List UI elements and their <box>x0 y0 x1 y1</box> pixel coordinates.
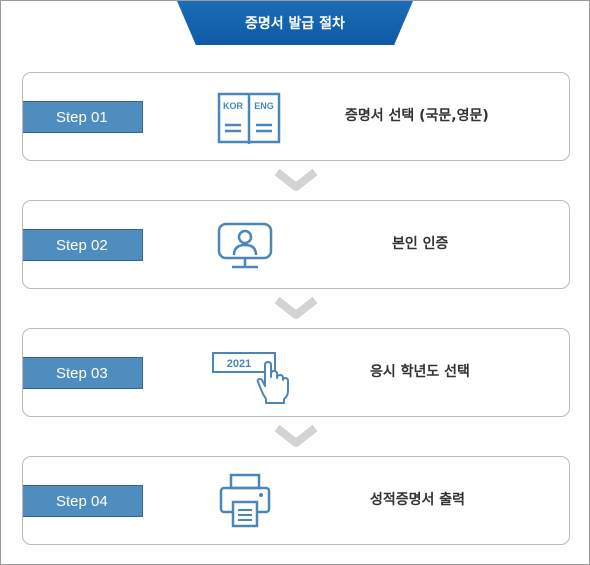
step-badge: Step 01 <box>23 101 143 133</box>
chevron-down-icon <box>273 297 319 319</box>
step-label: 증명서 선택 (국문,영문) <box>345 108 489 124</box>
page-title: 증명서 발급 절차 <box>177 1 413 45</box>
step-1: Step 01 KOR ENG 증명서 선택 (국문,영문) <box>22 72 570 161</box>
year-text: 2021 <box>227 358 251 370</box>
step-2: Step 02 본인 인증 <box>22 200 570 289</box>
monitor-user-icon <box>217 222 275 270</box>
step-badge: Step 03 <box>23 357 143 389</box>
chevron-down-icon <box>273 425 319 447</box>
step-label: 본인 인증 <box>392 236 449 252</box>
hand-click-year-icon: 2021 <box>211 349 291 405</box>
step-label: 응시 학년도 선택 <box>370 364 470 380</box>
eng-text: ENG <box>254 101 274 111</box>
step-4: Step 04 성적증명서 출력 <box>22 456 570 545</box>
kor-text: KOR <box>223 101 244 111</box>
chevron-down-icon <box>273 169 319 191</box>
step-badge: Step 02 <box>23 229 143 261</box>
step-badge: Step 04 <box>23 485 143 517</box>
step-label: 성적증명서 출력 <box>370 492 466 508</box>
step-3: Step 03 2021 응시 학년도 선택 <box>22 328 570 417</box>
printer-icon <box>219 473 273 529</box>
book-kor-eng-icon: KOR ENG <box>217 92 281 146</box>
